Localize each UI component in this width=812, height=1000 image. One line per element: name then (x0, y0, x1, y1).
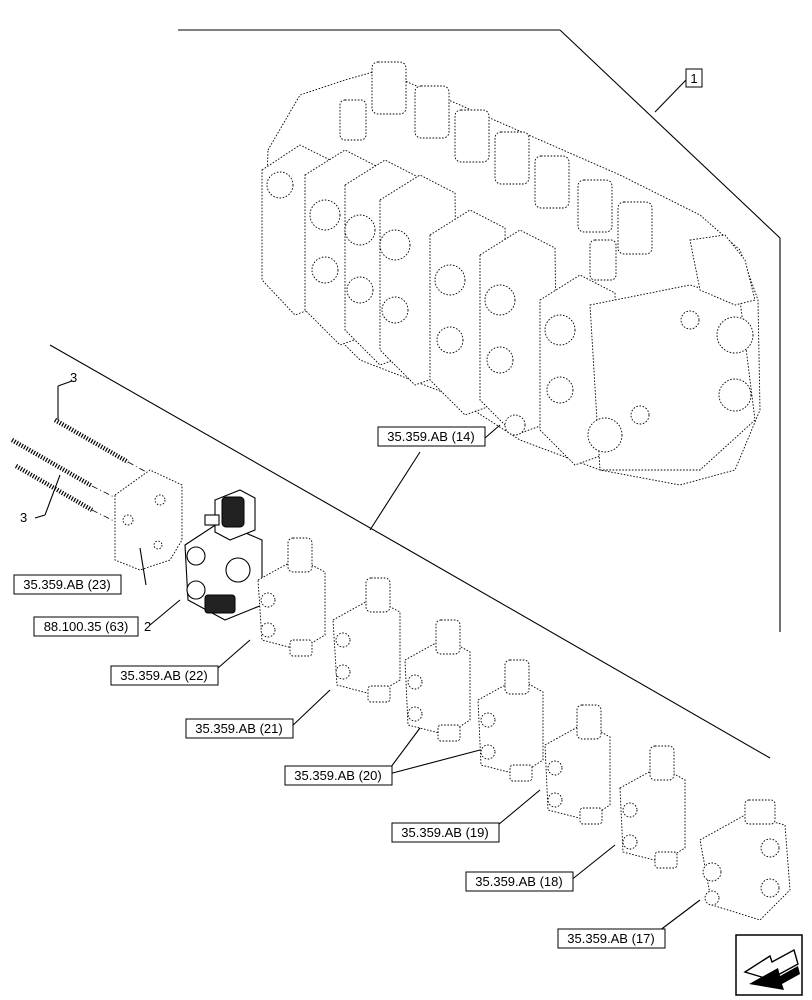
ref-box-17[interactable]: 35.359.AB (17) (557, 928, 666, 949)
end-plate (114, 469, 183, 571)
frame-lines (49, 29, 781, 759)
solenoid-coils (339, 61, 653, 281)
valve-section-18 (619, 745, 686, 869)
valve-assembly (261, 61, 761, 486)
valve-section-21 (332, 577, 401, 703)
ref-21-label: 35.359.AB (21) (195, 721, 282, 736)
ref-14-label: 35.359.AB (14) (387, 429, 474, 444)
ref-18-label: 35.359.AB (18) (475, 874, 562, 889)
ref-63-label: 88.100.35 (63) (44, 619, 129, 634)
ref-box-19[interactable]: 35.359.AB (19) (391, 822, 500, 843)
callout-3-bottom-label[interactable]: 3 (20, 510, 27, 525)
leader-lines (34, 79, 701, 938)
arrow-left-down-icon[interactable] (735, 934, 803, 996)
valve-section-20b (477, 659, 544, 782)
valve-section-17 (699, 799, 791, 921)
valve-sections (261, 144, 756, 471)
ref-box-14[interactable]: 35.359.AB (14) (377, 426, 486, 447)
ref-17-label: 35.359.AB (17) (567, 931, 654, 946)
ref-box-63[interactable]: 88.100.35 (63) (33, 616, 139, 637)
callout-1-label: 1 (690, 71, 697, 86)
mounting-bracket (689, 234, 756, 306)
ref-box-23[interactable]: 35.359.AB (23) (13, 574, 122, 595)
valve-ports (266, 171, 754, 453)
valve-section-22 (257, 537, 326, 657)
valve-section-item-2 (184, 489, 263, 621)
callout-2-label[interactable]: 2 (144, 619, 151, 634)
ref-box-21[interactable]: 35.359.AB (21) (185, 718, 294, 739)
ref-box-22[interactable]: 35.359.AB (22) (110, 665, 219, 686)
ref-box-18[interactable]: 35.359.AB (18) (465, 871, 574, 892)
ref-box-20[interactable]: 35.359.AB (20) (284, 765, 393, 786)
ref-20-label: 35.359.AB (20) (294, 768, 381, 783)
callout-1[interactable]: 1 (685, 68, 703, 88)
ref-19-label: 35.359.AB (19) (401, 825, 488, 840)
callout-3-top-label[interactable]: 3 (70, 370, 77, 385)
ref-22-label: 35.359.AB (22) (120, 668, 207, 683)
ref-23-label: 35.359.AB (23) (23, 577, 110, 592)
valve-section-19 (544, 704, 611, 825)
valve-section-20a (404, 619, 471, 742)
